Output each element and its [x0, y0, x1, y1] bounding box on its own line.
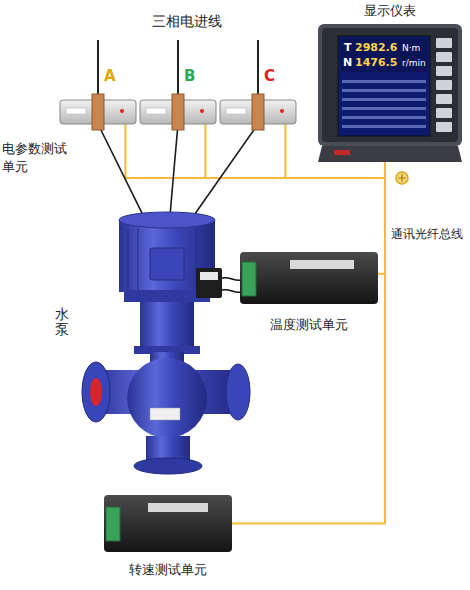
sensor-body [60, 94, 296, 130]
temperature-unit-picture [196, 252, 378, 304]
junction-symbol [396, 172, 408, 184]
screen-symbol: T [344, 41, 352, 54]
current-sensor: A [60, 100, 136, 124]
screen-unit: N·m [402, 43, 420, 53]
node-label: 水泵 [55, 307, 69, 338]
current-sensor: B [140, 100, 216, 124]
heading-label: 三相电进线 [152, 13, 222, 31]
screen-unit: r/min [402, 58, 426, 68]
power-wire [98, 40, 258, 96]
node-label: A [104, 67, 116, 85]
node-label: B [184, 67, 195, 85]
power-wire [170, 124, 178, 215]
node-label: 显示仪表 [298, 2, 470, 20]
edge-label: 通讯光纤总线 [390, 226, 464, 243]
pump-picture [82, 212, 250, 474]
node-label: 转速测试单元 [84, 561, 252, 579]
power-wire [98, 124, 143, 215]
speed-unit-picture [104, 495, 232, 552]
power-wire [194, 124, 258, 215]
node-label: 温度测试单元 [220, 316, 398, 334]
screen-symbol: N [343, 56, 352, 69]
fiber-bus [232, 162, 385, 524]
screen-value: 2982.6 [355, 41, 397, 54]
monitor [318, 24, 462, 162]
group-label: 电参数测试单元 [2, 140, 70, 175]
speed-unit: 转速测试单元 [104, 495, 232, 552]
node-label: C [264, 67, 275, 85]
current-sensor: C [220, 100, 296, 124]
fiber-bus [378, 162, 385, 274]
screen-value: 1476.5 [355, 56, 397, 69]
temperature-unit: 温度测试单元 [240, 252, 378, 304]
water-pump: 水泵 [95, 212, 245, 480]
